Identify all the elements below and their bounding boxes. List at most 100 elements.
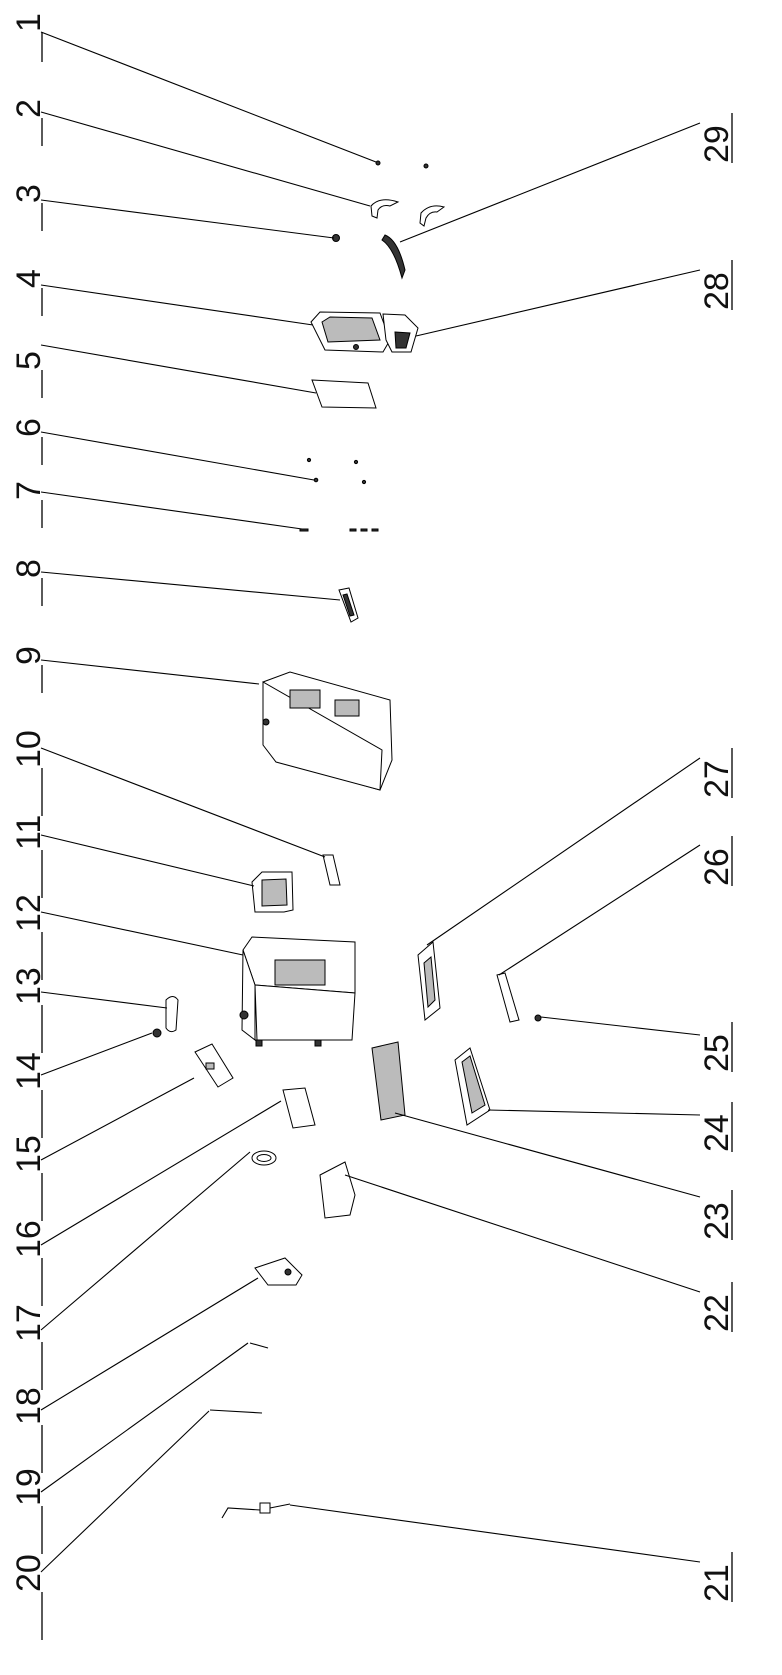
- leader-4: [40, 284, 314, 326]
- leader-26: [498, 844, 701, 976]
- leader-5: [40, 344, 317, 394]
- part-12-body-side: [254, 984, 356, 1041]
- callout-21-text: 21: [698, 1564, 736, 1602]
- callout-10: 10: [10, 730, 48, 816]
- callout-12-text: 12: [10, 894, 48, 932]
- callout-7: 7: [10, 481, 48, 528]
- part-6-screw-a: [306, 457, 312, 463]
- callout-14: 14: [10, 1052, 48, 1138]
- callout-labels: 1 2 3 4 5 6 7 8: [10, 13, 736, 1640]
- callout-27: 27: [698, 748, 736, 798]
- callout-16-text: 16: [10, 1220, 48, 1258]
- part-15-panel-detail: [205, 1062, 215, 1070]
- leader-28: [415, 269, 701, 337]
- part-12-foot-a: [255, 1039, 263, 1047]
- leader-15: [40, 1077, 195, 1161]
- callout-19: 19: [10, 1468, 48, 1554]
- part-2-hinge: [370, 199, 400, 219]
- leader-14: [40, 1032, 153, 1076]
- callout-10-text: 10: [10, 730, 48, 768]
- part-4-lid-hole: [353, 344, 359, 350]
- callout-21: 21: [698, 1552, 736, 1602]
- leader-25: [540, 1016, 701, 1036]
- callout-15-text: 15: [10, 1135, 48, 1173]
- callout-12: 12: [10, 894, 48, 980]
- part-23-grille: [371, 1041, 406, 1121]
- part-9-vent-b: [334, 699, 360, 717]
- callout-14-text: 14: [10, 1052, 48, 1090]
- callout-6: 6: [10, 418, 48, 465]
- callout-7-text: 7: [10, 481, 48, 500]
- callout-11: 11: [10, 815, 48, 898]
- callout-8-text: 8: [10, 559, 48, 578]
- leader-7: [40, 491, 303, 530]
- part-6-screw-d: [361, 479, 367, 485]
- part-29-handle: [381, 234, 406, 280]
- leader-20: [40, 1410, 210, 1573]
- part-27-frame-inner: [423, 955, 436, 1009]
- part-28-control-panel-detail: [394, 331, 411, 349]
- part-7-pin-c: [360, 528, 368, 532]
- leader-16: [40, 1100, 282, 1246]
- part-9-housing-side: [262, 681, 383, 791]
- callout-13: 13: [10, 967, 48, 1053]
- callout-18: 18: [10, 1387, 48, 1473]
- callout-26: 26: [698, 836, 736, 886]
- part-13-disc: [165, 996, 179, 1033]
- leader-13: [40, 991, 168, 1009]
- callout-19-text: 19: [10, 1468, 48, 1506]
- callout-4: 4: [10, 269, 48, 316]
- callout-23-text: 23: [698, 1202, 736, 1240]
- leader-3: [40, 199, 335, 239]
- leader-11: [40, 834, 255, 887]
- part-11-tray-inner: [261, 878, 288, 907]
- callout-27-text: 27: [698, 760, 736, 798]
- part-10-bar: [322, 854, 341, 886]
- callout-9-text: 9: [10, 646, 48, 665]
- part-7-pin-a: [299, 528, 309, 532]
- part-19-rod: [249, 1342, 269, 1349]
- part-18-hole: [284, 1268, 292, 1276]
- part-12-inner-box: [274, 959, 326, 986]
- part-24-tray-inner: [461, 1055, 486, 1114]
- leader-8: [40, 571, 341, 601]
- callout-29: 29: [698, 113, 736, 163]
- callout-8: 8: [10, 559, 48, 606]
- leader-1: [40, 31, 377, 163]
- part-21-plug: [259, 1502, 271, 1514]
- part-6-screw-c: [313, 477, 319, 483]
- callout-17-text: 17: [10, 1304, 48, 1342]
- leader-21: [289, 1504, 701, 1563]
- callout-28: 28: [698, 260, 736, 310]
- callout-22: 22: [698, 1282, 736, 1332]
- callout-6-text: 6: [10, 418, 48, 437]
- callout-26-text: 26: [698, 848, 736, 886]
- callout-29-text: 29: [698, 125, 736, 163]
- part-16-block: [282, 1087, 316, 1129]
- part-7-pin-b: [349, 528, 357, 532]
- part-17-ring-inner: [256, 1154, 272, 1162]
- callout-20-text: 20: [10, 1554, 48, 1592]
- part-26-bracket: [496, 972, 520, 1023]
- callout-1-text: 1: [10, 13, 48, 32]
- callout-22-text: 22: [698, 1294, 736, 1332]
- leader-22: [344, 1174, 701, 1293]
- callout-2: 2: [10, 99, 48, 146]
- callout-11-text: 11: [10, 815, 48, 850]
- callout-5-text: 5: [10, 351, 48, 370]
- callout-13-text: 13: [10, 967, 48, 1005]
- part-21-cable: [221, 1503, 291, 1519]
- part-8-bracket-detail: [342, 593, 355, 617]
- part-6-screw-b: [353, 459, 359, 465]
- callout-2-text: 2: [10, 99, 48, 118]
- leader-12: [40, 911, 244, 956]
- leader-2: [40, 111, 371, 207]
- callout-18-text: 18: [10, 1387, 48, 1425]
- leader-29: [399, 122, 701, 243]
- parts-group: [152, 160, 542, 1519]
- callout-3: 3: [10, 184, 48, 231]
- leader-23: [394, 1112, 701, 1198]
- callout-25: 25: [698, 1022, 736, 1072]
- callout-23: 23: [698, 1190, 736, 1240]
